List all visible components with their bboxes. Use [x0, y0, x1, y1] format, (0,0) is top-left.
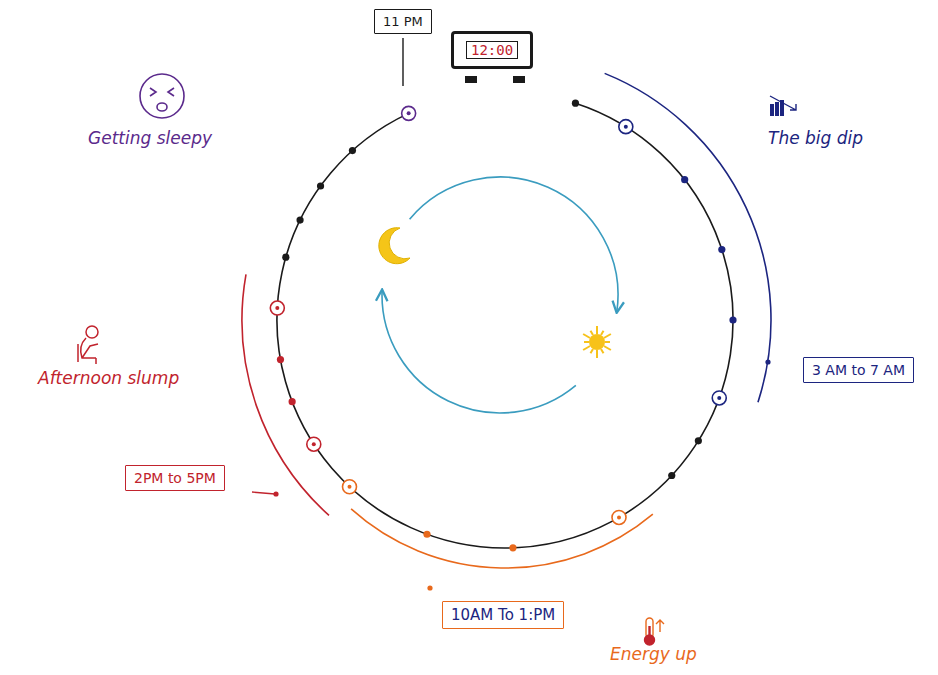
day-circle	[277, 103, 733, 548]
hour-dot	[617, 515, 621, 519]
state-label: Getting sleepy	[88, 128, 212, 148]
cycle-arrow	[410, 177, 618, 311]
time-range: 2PM to 5PM	[134, 470, 216, 486]
sleepy-face-icon	[140, 74, 184, 118]
hour-dot	[423, 531, 430, 538]
time-box: 3 AM to 7 AM	[803, 357, 914, 383]
afternoon-bracket	[242, 274, 329, 515]
hour-dot	[317, 182, 324, 189]
hour-dot	[349, 147, 356, 154]
thermometer-icon	[645, 618, 665, 645]
time-range: 3 AM to 7 AM	[812, 362, 905, 378]
time-markers	[270, 100, 736, 552]
hour-dot	[729, 316, 736, 323]
state-label: Afternoon slump	[38, 368, 179, 388]
slumped-person-icon	[78, 326, 98, 364]
hour-dot	[282, 254, 289, 261]
time-range: 10AM To 1:PM	[451, 606, 555, 624]
hour-ring	[619, 120, 633, 134]
hour-ring	[712, 391, 726, 405]
clock-feet	[466, 76, 524, 82]
hour-dot	[718, 246, 725, 253]
state-label: Energy up	[610, 644, 697, 664]
hour-dot	[275, 306, 279, 310]
hour-ring	[612, 510, 626, 524]
hour-dot	[289, 398, 296, 405]
time-box: 2PM to 5PM	[125, 465, 225, 491]
night-bracket	[605, 73, 771, 402]
time-box: 11 PM	[374, 9, 432, 34]
time-range: 11 PM	[383, 14, 423, 29]
clock-display: 12:00	[451, 31, 533, 69]
hour-dot	[624, 125, 628, 129]
time-box: 10AM To 1:PM	[442, 601, 564, 629]
hour-dot	[572, 100, 579, 107]
sun-icon	[583, 326, 611, 358]
hour-dot	[348, 485, 352, 489]
leader-lines	[252, 38, 771, 591]
cycle-arrow	[382, 291, 576, 413]
moon-icon	[379, 228, 410, 264]
hour-dot	[681, 176, 688, 183]
morning-bracket	[351, 509, 653, 568]
clock-time: 12:00	[466, 41, 518, 59]
hour-dot	[717, 396, 721, 400]
hour-dot	[312, 442, 316, 446]
hour-dot	[509, 544, 516, 551]
hour-dot	[695, 437, 702, 444]
low-battery-icon	[770, 96, 796, 116]
hour-ring	[343, 480, 357, 494]
hour-ring	[307, 437, 321, 451]
hour-dot	[407, 111, 411, 115]
hour-dot	[277, 356, 284, 363]
hour-ring	[270, 301, 284, 315]
hour-dot	[296, 216, 303, 223]
hour-dot	[668, 472, 675, 479]
hour-ring	[402, 106, 416, 120]
state-label: The big dip	[768, 128, 863, 148]
